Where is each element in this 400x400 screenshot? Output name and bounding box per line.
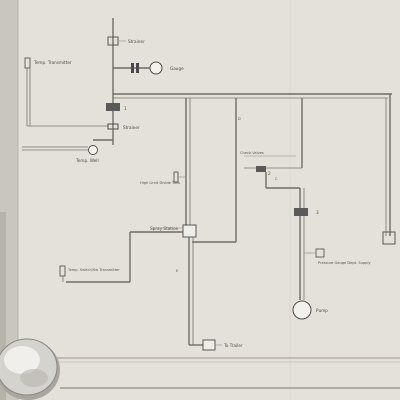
gauge-icon xyxy=(149,61,163,75)
check-valve-1 xyxy=(256,166,266,172)
spray-station-column: Spray Station Temp. Switch/Sw Transmitte… xyxy=(59,98,243,351)
gauge-valve xyxy=(131,63,134,73)
label-mark-c: C xyxy=(275,177,278,181)
temp-well-assembly: Temp. Well xyxy=(22,145,99,163)
label-2: 2 xyxy=(268,171,271,176)
strainer-mid-assembly: 1 Strainer xyxy=(93,103,140,145)
temp-transmitter-assembly: Temp. Transmitter xyxy=(24,57,108,127)
top-assembly: Strainer Gauge xyxy=(107,18,184,128)
spray-station-box xyxy=(182,224,197,238)
right-equipment-icon xyxy=(382,231,396,245)
label-strainer-top: Strainer xyxy=(128,39,145,44)
main-header xyxy=(113,93,396,245)
label-temp-transmitter-low: Temp. Switch/Sw Transmitter xyxy=(67,268,120,272)
label-temp-transmitter: Temp. Transmitter xyxy=(33,60,72,65)
label-spray-station: Spray Station xyxy=(150,226,179,231)
label-strainer-mid: Strainer xyxy=(123,125,140,130)
transmitter-icon xyxy=(24,57,31,69)
label-check-valves: Check Valves xyxy=(240,151,264,155)
label-1: 1 xyxy=(124,106,127,111)
gauge-valve-2 xyxy=(136,63,139,73)
check-valve-2 xyxy=(294,208,308,216)
label-to-trailer: To Trailer xyxy=(223,343,243,348)
pump-branch: Check Valves D 2 3 C Pressure Gauge Dept… xyxy=(238,98,371,320)
strainer-mid-valve xyxy=(106,103,120,111)
trailer-connection-icon xyxy=(202,339,216,351)
label-pressure-gauge: Pressure Gauge Dept. Supply xyxy=(318,261,371,265)
lens-highlight xyxy=(4,346,40,374)
switch-transmitter-icon xyxy=(59,265,66,277)
magnifier-lens-icon xyxy=(0,338,60,400)
pump-icon xyxy=(292,300,312,320)
label-mark-d: D xyxy=(238,117,241,121)
lens-reflection xyxy=(20,369,48,387)
label-3: 3 xyxy=(316,210,319,215)
temp-well-icon xyxy=(88,145,98,155)
label-mark-e: E xyxy=(176,269,179,273)
label-gauge: Gauge xyxy=(170,66,184,71)
frame-edge xyxy=(0,212,6,400)
label-pump: Pump xyxy=(316,308,328,313)
label-high-limit: High Limit Divide Tank xyxy=(140,181,181,185)
label-temp-well: Temp. Well xyxy=(75,158,99,163)
